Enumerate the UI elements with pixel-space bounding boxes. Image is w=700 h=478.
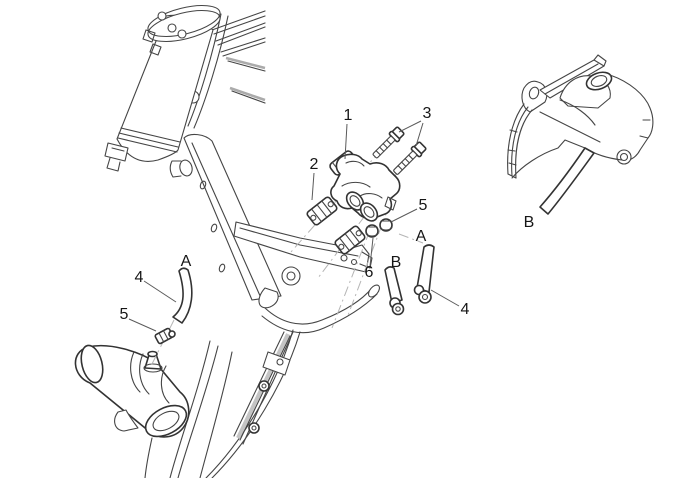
airbox-body	[144, 329, 301, 478]
engine-cover	[507, 54, 654, 215]
callout-3-label: 3	[422, 105, 432, 122]
hose-4-left	[172, 267, 193, 324]
frame-top-rails	[211, 10, 266, 104]
intake-boot	[74, 344, 190, 438]
hose-a-center	[413, 244, 435, 304]
hose-b-center	[384, 266, 405, 316]
mounting-bolt-upper	[372, 126, 405, 159]
callout-4-left-label: 4	[134, 269, 144, 286]
zone-b-center-label: B	[390, 254, 402, 271]
mounting-bolt-lower	[393, 141, 427, 175]
clamp-block-upper	[306, 196, 338, 226]
zone-a-left-label: A	[180, 253, 192, 270]
frame-steering-cylinder	[104, 14, 214, 172]
callout-2-label: 2	[309, 156, 319, 173]
hose-nut-6	[365, 224, 379, 238]
callout-6-label: 6	[364, 264, 374, 281]
thermostat-housing	[329, 150, 401, 222]
frame-top-gusset	[142, 4, 221, 56]
callout-1-label: 1	[343, 107, 353, 124]
frame-foot-lug	[258, 266, 380, 334]
hose-nut-5	[379, 218, 393, 232]
zone-a-center-label: A	[415, 228, 427, 245]
frame-down-tube	[169, 133, 282, 301]
callout-5-center-label: 5	[418, 197, 428, 214]
callout-4-center-label: 4	[460, 301, 470, 318]
callout-leader-lines	[128, 120, 460, 332]
clamp-block-lower	[334, 225, 366, 255]
frame-bracket	[233, 221, 373, 273]
clamp-5-left	[154, 327, 176, 345]
callout-5-left-label: 5	[119, 306, 129, 323]
zone-b-right-label: B	[523, 214, 535, 231]
